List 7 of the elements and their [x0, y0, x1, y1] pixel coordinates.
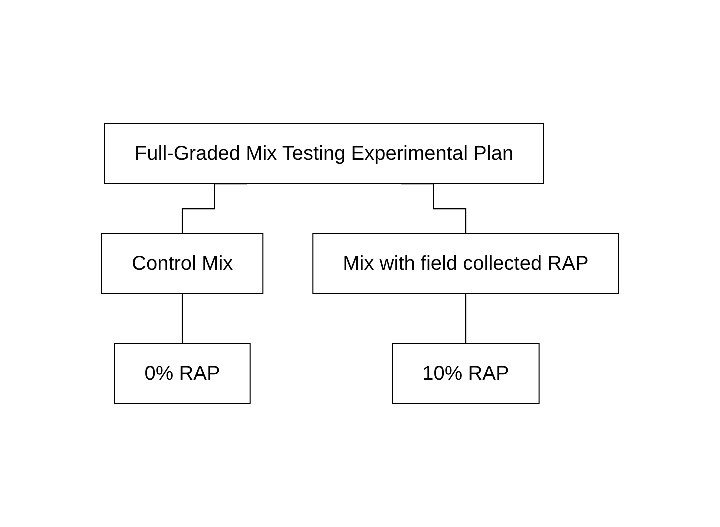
node-box: Full-Graded Mix Testing Experimental Plan	[104, 123, 544, 184]
node-box: Control Mix	[101, 233, 264, 294]
node-box: 10% RAP	[392, 343, 540, 404]
connector	[182, 292, 183, 344]
connector	[464, 292, 466, 344]
node-box: Mix with field collected RAP	[312, 233, 619, 294]
node-box: 0% RAP	[114, 343, 250, 404]
